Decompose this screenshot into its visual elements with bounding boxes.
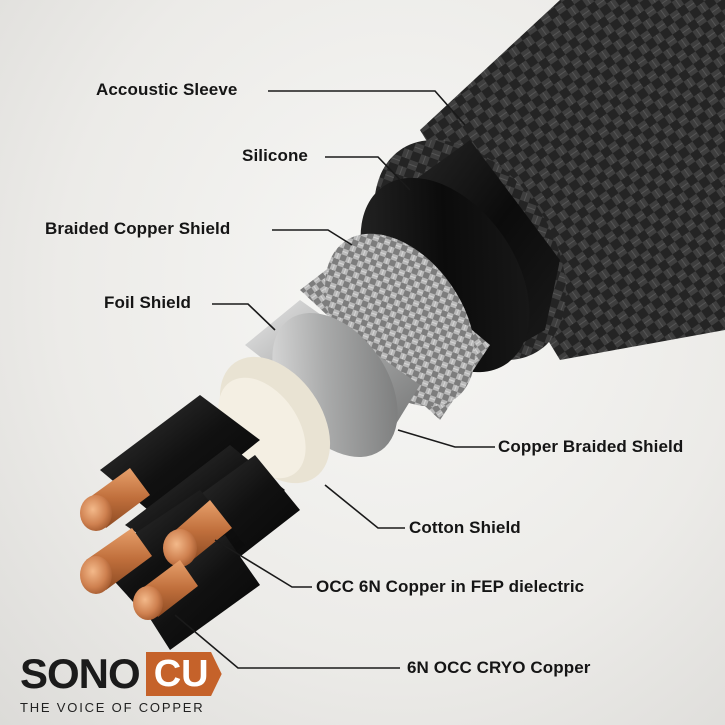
- label-foil-shield: Foil Shield: [104, 293, 191, 313]
- brand-name-left: SONO: [20, 652, 140, 696]
- label-copper-braided-shield: Copper Braided Shield: [498, 437, 683, 457]
- label-braided-copper-shield: Braided Copper Shield: [45, 219, 230, 239]
- leader-cotton-shield: [325, 485, 405, 528]
- leader-copper-braided-shield: [398, 430, 495, 447]
- label-silicone: Silicone: [242, 146, 308, 166]
- leader-foil-shield: [212, 304, 275, 330]
- label-occ-fep: OCC 6N Copper in FEP dielectric: [316, 577, 584, 597]
- leader-braided-copper-shield: [272, 230, 352, 245]
- brand-tagline: THE VOICE OF COPPER: [20, 700, 222, 715]
- label-cryo-copper: 6N OCC CRYO Copper: [407, 658, 590, 678]
- brand-logo: SONO CU THE VOICE OF COPPER: [20, 652, 222, 715]
- label-acoustic-sleeve: Accoustic Sleeve: [96, 80, 237, 100]
- label-cotton-shield: Cotton Shield: [409, 518, 521, 538]
- brand-wordmark: SONO CU: [20, 652, 222, 696]
- brand-name-right: CU: [146, 652, 222, 696]
